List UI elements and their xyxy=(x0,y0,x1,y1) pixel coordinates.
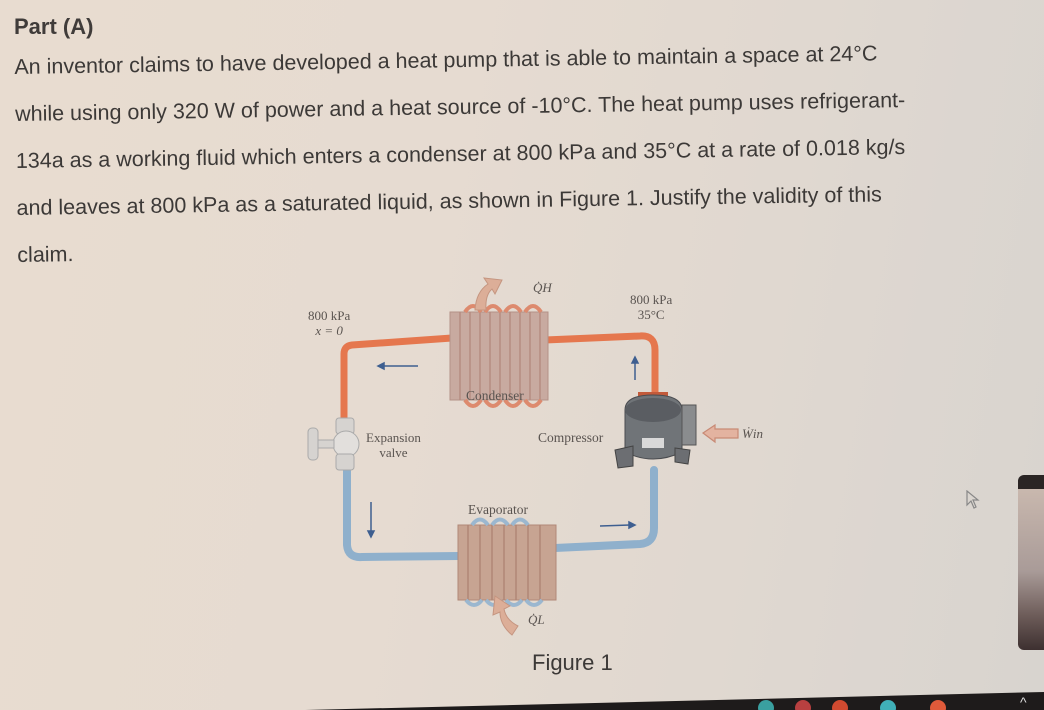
ql-label: Q̇L xyxy=(528,612,545,627)
condenser-label: Condenser xyxy=(466,388,524,403)
mouse-cursor-icon xyxy=(966,490,980,509)
app-icon-1[interactable] xyxy=(758,700,774,710)
evaporator-icon xyxy=(457,517,557,607)
compressor-icon xyxy=(614,392,697,469)
expansion-valve-icon xyxy=(307,417,360,471)
expansion-label-line1: Expansion xyxy=(366,430,421,445)
heat-in-arrow-icon xyxy=(492,595,519,636)
work-input-arrow-icon xyxy=(701,423,739,444)
cold-pipe xyxy=(343,461,658,562)
evaporator-label: Evaporator xyxy=(468,502,528,517)
compressor-label: Compressor xyxy=(538,430,604,445)
right-state-pressure: 800 kPa xyxy=(630,292,673,307)
condenser-exit-state: 800 kPa x = 0 xyxy=(308,308,350,338)
figure-caption: Figure 1 xyxy=(532,650,613,675)
condenser-inlet-state: 800 kPa 35°C xyxy=(630,292,672,322)
heat-out-arrow-icon xyxy=(474,277,503,311)
app-icon-4[interactable] xyxy=(880,700,896,710)
right-state-temperature: 35°C xyxy=(637,307,665,322)
cycle-diagram-svg xyxy=(307,277,739,636)
expansion-label-line2: valve xyxy=(379,445,408,460)
flow-arrow-icon xyxy=(366,355,640,539)
part-title: Part (A) xyxy=(14,14,94,39)
left-state-quality: x = 0 xyxy=(315,323,343,338)
left-state-pressure: 800 kPa xyxy=(308,308,351,323)
problem-statement: An inventor claims to have developed a h… xyxy=(14,28,1023,279)
expansion-valve-label: Expansion valve xyxy=(366,430,421,460)
win-label: Ẇin xyxy=(742,426,763,441)
hot-pipe xyxy=(340,332,659,424)
window-thumbnail[interactable] xyxy=(1018,475,1044,650)
app-icon-2[interactable] xyxy=(795,700,811,710)
heat-pump-diagram: Q̇H Q̇L Ẇin Condenser Evaporator Compres… xyxy=(290,270,810,670)
app-icon-3[interactable] xyxy=(832,700,848,710)
qh-label: Q̇H xyxy=(533,280,552,295)
app-icon-5[interactable] xyxy=(930,700,946,710)
condenser-icon xyxy=(449,304,549,408)
tray-chevron-icon[interactable]: ^ xyxy=(1020,694,1027,710)
